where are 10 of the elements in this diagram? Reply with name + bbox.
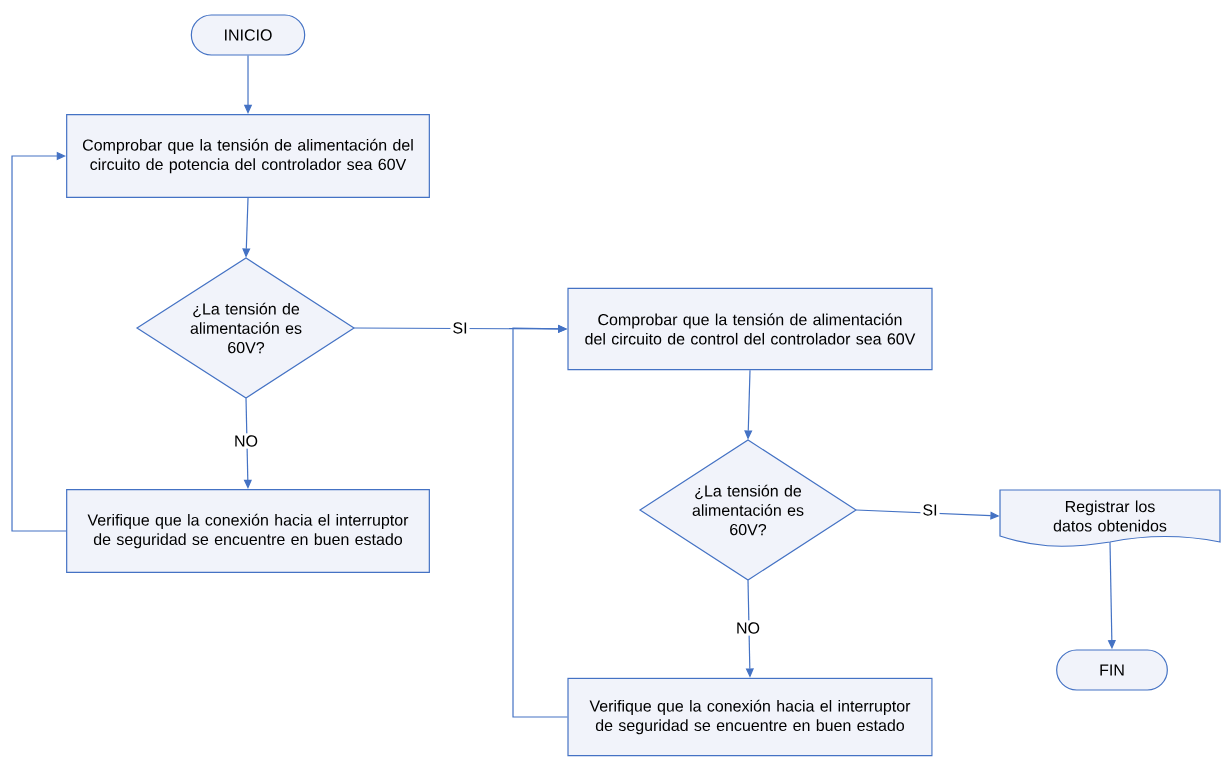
edge-label: NO bbox=[232, 433, 260, 449]
arrow bbox=[11, 151, 67, 532]
edge-label: SI bbox=[920, 502, 940, 518]
process-box: Comprobar que la tensión de alimentación del circuito de control del controlador sea 60V bbox=[567, 287, 933, 371]
process-box: Verifique que la conexión hacia el interruptor de seguridad se encuentre en buen estado bbox=[567, 677, 933, 757]
edge-label: SI bbox=[450, 320, 470, 336]
process-box: Comprobar que la tensión de alimentación del circuito de potencia del controlador sea 60V bbox=[66, 114, 430, 198]
edge-label: NO bbox=[734, 620, 762, 636]
arrow bbox=[512, 324, 568, 718]
process-box: Verifique que la conexión hacia el interruptor de seguridad se encuentre en buen estado bbox=[66, 489, 430, 573]
